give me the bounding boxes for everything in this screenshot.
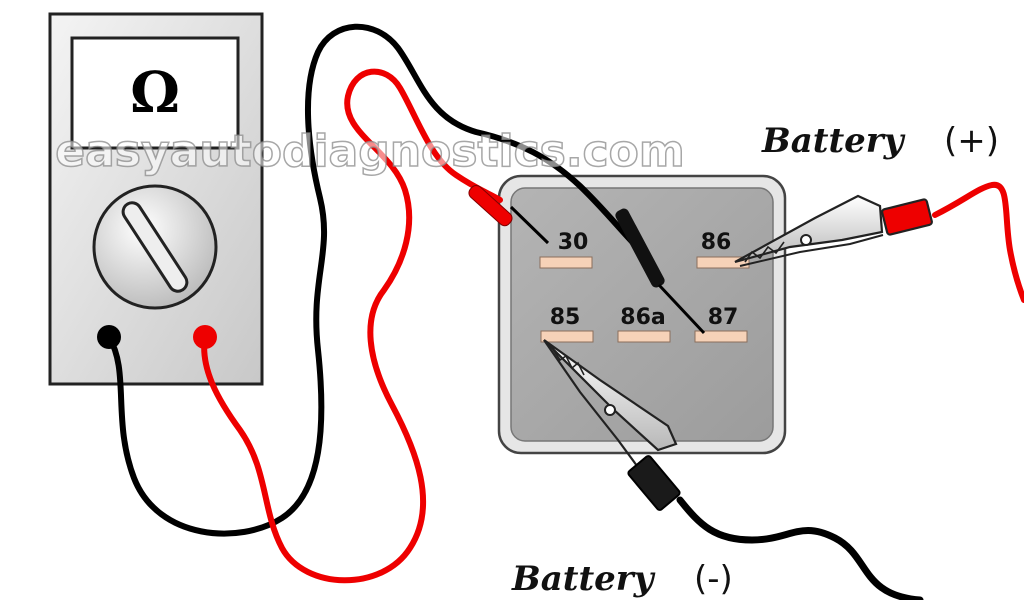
red-probe-tip [509,205,550,245]
black-probe-handle [615,208,665,288]
meter-display [70,36,240,150]
battery-negative-label: Battery [511,559,656,599]
terminal-86a [617,330,671,343]
terminal-85 [540,330,594,343]
relay: 30 86 85 86a 87 [497,174,787,455]
relay-face [510,187,774,442]
watermark: easyautodiagnostics.com [55,126,684,177]
ohm-symbol: Ω [130,60,180,126]
battery-positive-label: Battery [761,121,906,161]
negative-clip-pivot [604,404,616,416]
negative-clip-boot [627,455,681,511]
red-probe-handle [468,184,513,227]
pin-label-30: 30 [558,230,589,255]
battery-negative-sign: (-) [694,559,733,599]
terminal-86 [696,256,750,269]
red-test-lead [201,68,503,584]
negative-clip-teeth [551,347,585,376]
battery-positive-sign: (+) [944,121,999,161]
terminal-30 [539,256,593,269]
pin-label-86: 86 [701,230,732,255]
black-test-lead [106,23,643,537]
positive-alligator-clip[interactable] [734,194,884,267]
positive-clip-pivot [800,234,812,246]
positive-clip-lower-jaw [739,234,884,267]
negative-clip-lower-jaw [543,339,641,471]
positive-clip-boot [881,198,933,236]
terminal-87 [694,330,748,343]
black-probe-tip [657,283,706,335]
negative-jumper-wire [676,496,924,600]
positive-clip-teeth [744,241,785,263]
pin-label-87: 87 [708,305,739,330]
pin-label-85: 85 [550,305,581,330]
positive-clip-jaw [734,194,884,264]
negative-alligator-clip[interactable] [543,339,678,471]
multimeter: Ω [48,12,264,386]
knob-pointer [121,201,189,293]
positive-jumper-wire [932,181,1024,303]
pin-label-86a: 86a [620,305,665,330]
